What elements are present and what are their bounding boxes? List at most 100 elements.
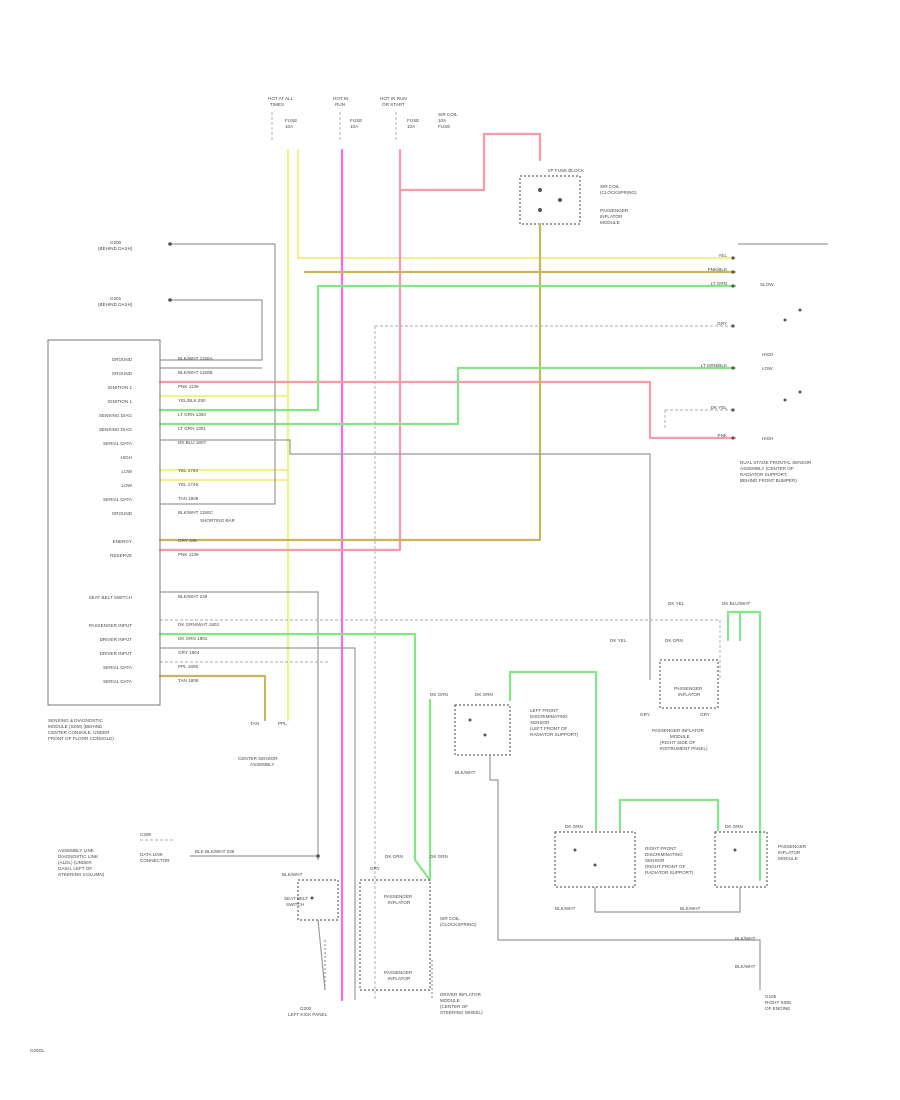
rf-caption-2: DISCRIMINATING: [645, 852, 683, 857]
power-source-labels: HOT AT ALL TIMES HOT IN RUN HOT IN RUN O…: [268, 96, 407, 107]
center-sensor-tan: TAN: [250, 721, 259, 726]
relay-label-2: (CLOCKSPRING): [600, 190, 637, 195]
sir-relay: I/P FUSE BLOCK SIR COIL (CLOCKSPRING) PA…: [519, 168, 637, 225]
sdm-box: [47, 339, 161, 706]
sdm-pin-wire: BLK/WHT 1150C: [178, 510, 213, 515]
driver-box: [359, 879, 431, 991]
dlc-title-b: CONNECTOR: [140, 858, 170, 863]
g200-label-1: G200: [300, 1006, 312, 1011]
driver-cap-1: SIR COIL: [440, 916, 460, 921]
sdm-pin-label: HIGH: [121, 455, 132, 460]
pi-caption-1: PASSENGER INFLATOR: [652, 728, 705, 733]
sdm-caption-2: MODULE (SDM) (BEHIND: [48, 724, 103, 729]
dlc-title: C208: [140, 832, 151, 837]
gray-ground-wire-b: [160, 299, 263, 361]
driver-cap-5: (CENTER OF: [440, 1004, 468, 1009]
rf-caption-4: (RIGHT FRONT OF: [645, 864, 686, 869]
frontal-wire-label: PNK: [718, 433, 728, 438]
sdm-pin-wire: YEL 1744: [178, 468, 198, 473]
lf-label-blkwht: BLK/WHT: [455, 770, 476, 775]
ground-label-1-b: (BEHIND DASH): [98, 246, 133, 251]
green-pi-wire: [726, 610, 762, 882]
g200-label-2: LEFT KICK PANEL: [288, 1012, 328, 1017]
sdm-pin-label: SENSING DIAG: [99, 427, 133, 432]
gray-wire-gry: [374, 325, 735, 1000]
rf-caption-5: RADIATOR SUPPORT): [645, 870, 694, 875]
sdm-pin-label: SENSING DIAG: [99, 413, 133, 418]
frontal-side-label-1: SLOW: [760, 282, 774, 287]
pi-caption-3: (RIGHT SIDE OF: [660, 740, 696, 745]
frontal-wire-label: LT GRN: [711, 281, 727, 286]
lf-caption-3: SENSOR: [530, 720, 550, 725]
frontal-pin-dot: [731, 324, 735, 328]
sdm-pin-label: IGNITION 1: [108, 385, 133, 390]
rf-label-blkwht: BLK/WHT: [555, 906, 576, 911]
sdm-pin-wire: YEL/BLK 250: [178, 398, 206, 403]
frontal-caption-3: RADIATOR SUPPORT,: [740, 472, 787, 477]
pi-label-gry-2: GRY: [700, 712, 710, 717]
rf-label-blkwht-c: BLK/WHT: [735, 936, 756, 941]
fuse-3-line-2: 10A: [407, 124, 416, 129]
lf-sensor-box: [454, 704, 511, 756]
driver-inner-4: INFLATOR: [388, 976, 411, 981]
rf-label-blkwht-d: BLK/WHT: [735, 964, 756, 969]
gray-ground-wire-a: [160, 243, 276, 505]
fuse-2-line-2: 10A: [350, 124, 359, 129]
g105-label-2: RIGHT SIDE: [765, 1000, 791, 1005]
frontal-wire-label: DK YEL: [711, 405, 728, 410]
fuse-block-note-1: SIR COIL: [438, 112, 458, 117]
driver-cap-3: DRIVER INFLATOR: [440, 992, 482, 997]
passenger-inflator: DK YEL DK BLU/WHT DK YEL DK GRN PASSENGE…: [610, 601, 762, 882]
driver-cap-2: (CLOCKSPRING): [440, 922, 477, 927]
fuse-block-note-2: 10A: [438, 118, 447, 123]
rf-sensor-box-b: [714, 831, 768, 888]
sdm-pin-label: GROUND: [112, 357, 133, 362]
sdm-pin-wire: LT GRN 1300: [178, 412, 206, 417]
frontal-pin-dot: [731, 408, 735, 412]
sdm-caption-4: FRONT OF FLOOR CONSOLE): [48, 736, 114, 741]
page-id: G25GL: [30, 1048, 45, 1053]
sdm-caption-1: SENSING & DIAGNOSTIC: [48, 718, 104, 723]
dlc-line-3: (ALDL) (UNDER: [58, 860, 92, 865]
frontal-caption-4: BEHIND FRONT BUMPER): [740, 478, 797, 483]
frontal-pin-dot: [731, 284, 735, 288]
sdm-pin-wire: YEL 1745: [178, 482, 198, 487]
pi-label-dkgrn: DK GRN: [665, 638, 683, 643]
gray-passenger-wire: [160, 619, 721, 680]
sdm-pin-wire: GRY 349: [178, 538, 197, 543]
rf-label-dkgrn: DK GRN: [565, 824, 583, 829]
power-label-3-line-1: HOT IN RUN: [380, 96, 407, 101]
yellow-wire-a: [158, 148, 290, 472]
sdm-pin-label: SERIAL DATA: [103, 497, 133, 502]
pink-wire-main: [158, 148, 402, 552]
pink-wire-frontal: [158, 380, 737, 440]
power-label-1-line-1: HOT AT ALL: [268, 96, 294, 101]
frontal-wire-label: GRY: [717, 321, 727, 326]
sdm-pin-label: SERIAL DATA: [103, 679, 133, 684]
lf-caption-2: DISCRIMINATING: [530, 714, 568, 719]
lf-caption-4: (LEFT FRONT OF: [530, 726, 568, 731]
green-driver-wire: [158, 632, 432, 882]
dlc-line-1: ASSEMBLY LINE: [58, 848, 94, 853]
sdm-pin-wire: BLK/WHT 1150B: [178, 370, 213, 375]
relay-label-4: INFLATOR: [600, 214, 623, 219]
gray-wire-dkyel: [664, 409, 735, 430]
driver-inflator: GRY DK GRN DK GRN PASSENGER INFLATOR PAS…: [359, 854, 483, 1015]
sdm-pin-label: SERIAL DATA: [103, 665, 133, 670]
power-wires: [158, 132, 737, 1002]
sdm-pin-label: GROUND: [112, 511, 133, 516]
ground-label-2-a: G201: [110, 296, 122, 301]
sdm-pin-label: DRIVER INPUT: [100, 651, 133, 656]
sdm-pin-wire: DK GRN/WHT 1802: [178, 622, 219, 627]
frontal-pin-dot: [731, 256, 735, 260]
sdm-pin-wire: PNK 1139: [178, 384, 199, 389]
relay-label-3: PASSENGER: [600, 208, 629, 213]
sdm-pin-label: ENERGY: [113, 539, 132, 544]
gray-seatbelt-wire: [160, 591, 319, 860]
dlc-title-a: DATA LINK: [140, 852, 164, 857]
sdm-pin-wire: PPL 1806: [178, 664, 198, 669]
power-label-3-line-2: OR START: [382, 102, 405, 107]
frontal-pin-dot: [731, 366, 735, 370]
